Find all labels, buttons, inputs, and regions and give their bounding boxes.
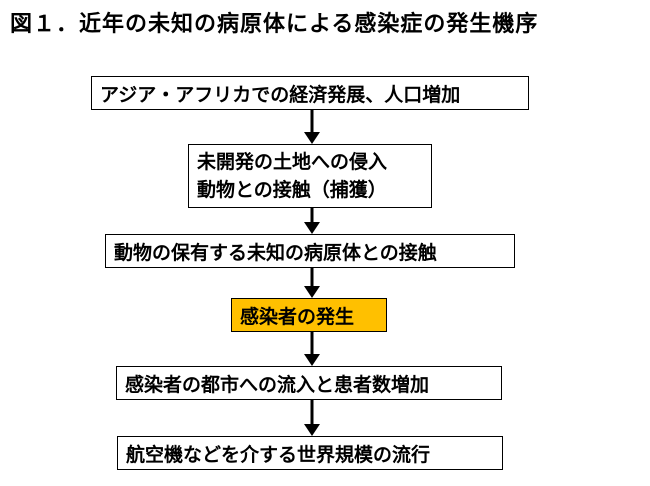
step-urban-inflow: 感染者の都市への流入と患者数増加 xyxy=(116,366,502,400)
step-label: 感染者の発生 xyxy=(240,305,355,328)
step-label: 動物の保有する未知の病原体との接触 xyxy=(114,241,437,264)
step-label-line-2: 動物との接触（捕獲） xyxy=(197,179,387,201)
step-label: アジア・アフリカでの経済発展、人口増加 xyxy=(100,83,461,106)
step-pathogen-contact: 動物の保有する未知の病原体との接触 xyxy=(105,234,515,268)
step-economic-growth: アジア・アフリカでの経済発展、人口増加 xyxy=(91,76,529,110)
arrow-down-icon xyxy=(304,400,320,436)
arrow-down-icon xyxy=(304,332,320,366)
arrow-down-icon xyxy=(304,268,320,298)
step-label: 航空機などを介する世界規模の流行 xyxy=(126,443,431,466)
figure-title: 図１．近年の未知の病原体による感染症の発生機序 xyxy=(10,12,539,37)
step-label-line-1: 未開発の土地への侵入 xyxy=(197,151,388,173)
step-label: 感染者の都市への流入と患者数増加 xyxy=(125,373,430,396)
arrow-down-icon xyxy=(304,208,320,234)
step-infected-emergence: 感染者の発生 xyxy=(231,298,387,332)
arrow-down-icon xyxy=(304,110,320,144)
step-global-pandemic: 航空機などを介する世界規模の流行 xyxy=(117,436,503,470)
step-land-invasion: 未開発の土地への侵入 動物との接触（捕獲） xyxy=(188,144,432,208)
